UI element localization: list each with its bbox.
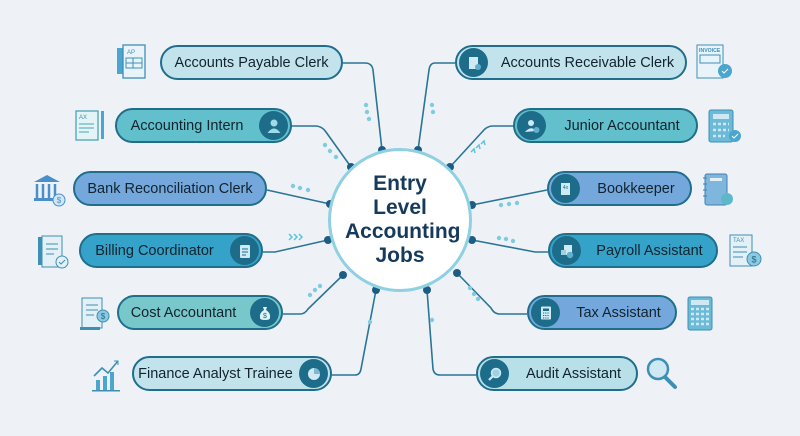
ledger-icon: 4x xyxy=(551,174,580,203)
svg-text:AX: AX xyxy=(79,115,87,121)
payroll-icon xyxy=(552,236,581,265)
calculator-icon-large xyxy=(687,296,713,331)
user-check-icon xyxy=(517,111,546,140)
job-audit-assistant[interactable]: Audit Assistant xyxy=(476,356,638,391)
job-accounts-receivable-clerk[interactable]: Accounts Receivable Clerk xyxy=(455,45,687,80)
money-bag-icon: $ xyxy=(250,298,279,327)
job-label: Tax Assistant xyxy=(576,304,661,321)
job-label: Finance Analyst Trainee xyxy=(138,365,293,382)
svg-text:$: $ xyxy=(263,313,267,320)
svg-text:$: $ xyxy=(57,196,62,205)
job-accounting-intern[interactable]: Accounting Intern xyxy=(115,108,292,143)
job-label: Payroll Assistant xyxy=(596,242,703,259)
job-label: Cost Accountant xyxy=(130,304,237,321)
document-check-icon xyxy=(459,48,488,77)
invoice-icon: INVOICE xyxy=(696,44,732,79)
svg-text:INVOICE: INVOICE xyxy=(699,48,721,54)
ax-document-icon: AX xyxy=(75,110,104,141)
calculator-icon xyxy=(531,298,560,327)
job-label: Accounts Payable Clerk xyxy=(174,54,329,71)
pie-chart-icon xyxy=(299,359,328,388)
magnifier-icon-large xyxy=(646,357,677,389)
ledger-label: 4x xyxy=(562,185,568,191)
center-title: Entry Level Accounting Jobs xyxy=(345,172,461,267)
job-payroll-assistant[interactable]: Payroll Assistant xyxy=(548,233,718,268)
job-junior-accountant[interactable]: Junior Accountant xyxy=(513,108,698,143)
clipboard-icon xyxy=(230,236,259,265)
job-accounts-payable-clerk[interactable]: Accounts Payable Clerk xyxy=(160,45,343,80)
calculator-check-icon xyxy=(708,109,741,143)
job-label: Audit Assistant xyxy=(525,365,622,382)
job-billing-coordinator[interactable]: Billing Coordinator xyxy=(79,233,263,268)
billing-document-icon xyxy=(38,235,69,269)
svg-text:$: $ xyxy=(751,255,756,265)
job-label: Bookkeeper xyxy=(597,180,675,197)
cost-document-icon: $ xyxy=(80,297,110,330)
tax-document-icon: TAX $ xyxy=(729,234,762,267)
ledger-book-icon xyxy=(703,173,733,206)
svg-text:TAX: TAX xyxy=(733,238,744,244)
svg-text:AP: AP xyxy=(127,50,135,56)
job-label: Billing Coordinator xyxy=(95,242,214,259)
job-tax-assistant[interactable]: Tax Assistant xyxy=(527,295,677,330)
ap-document-icon: AP xyxy=(117,44,146,79)
magnifier-icon xyxy=(480,359,509,388)
bank-icon: $ xyxy=(34,175,66,207)
job-label: Junior Accountant xyxy=(564,117,680,134)
svg-text:$: $ xyxy=(101,312,106,321)
job-bank-reconciliation-clerk[interactable]: Bank Reconciliation Clerk xyxy=(73,171,267,206)
job-label: Accounting Intern xyxy=(130,117,244,134)
job-finance-analyst-trainee[interactable]: Finance Analyst Trainee xyxy=(132,356,332,391)
user-icon xyxy=(259,111,288,140)
job-label: Bank Reconciliation Clerk xyxy=(87,180,253,197)
job-bookkeeper[interactable]: 4x Bookkeeper xyxy=(547,171,692,206)
growth-chart-icon xyxy=(92,360,120,392)
center-topic: Entry Level Accounting Jobs xyxy=(328,148,472,292)
job-cost-accountant[interactable]: Cost Accountant $ xyxy=(117,295,283,330)
job-label: Accounts Receivable Clerk xyxy=(500,54,675,71)
